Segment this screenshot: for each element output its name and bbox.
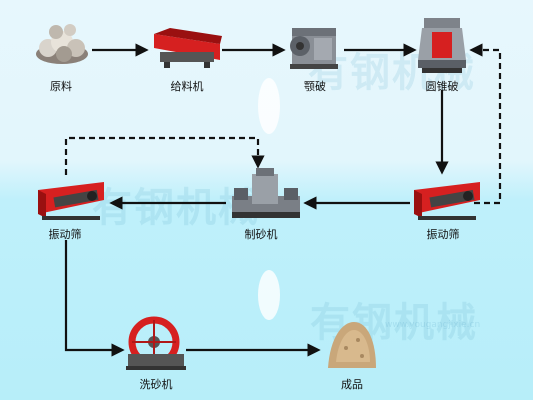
watermark-url: www.yougangjixie.cn — [385, 320, 481, 330]
label-cone: 圆锥破 — [425, 80, 459, 93]
label-raw: 原料 — [50, 80, 72, 93]
highlight-oval-bottom — [258, 270, 280, 320]
vibrating-screen-right-icon — [414, 182, 480, 220]
label-feeder: 给料机 — [170, 80, 204, 93]
label-jaw: 颚破 — [304, 80, 326, 93]
product-sand-pile-icon — [328, 322, 376, 368]
arrow-screen-washer — [64, 240, 125, 357]
label-washer: 洗砂机 — [139, 378, 173, 391]
sand-washer-icon — [126, 316, 186, 370]
highlight-oval-top — [258, 78, 280, 134]
sand-maker-icon — [232, 168, 300, 218]
label-sand-maker: 制砂机 — [244, 228, 278, 241]
vibrating-screen-left-icon — [38, 182, 104, 220]
label-screen-right: 振动筛 — [426, 228, 460, 241]
label-product: 成品 — [341, 378, 363, 391]
jaw-crusher-icon — [290, 28, 338, 69]
feeder-icon — [154, 28, 222, 68]
label-screen-left: 振动筛 — [48, 228, 82, 241]
cone-crusher-icon — [418, 18, 466, 73]
arrow-return-cone — [469, 43, 502, 205]
raw-material-icon — [36, 24, 88, 64]
arrow-return-sandmaker — [64, 136, 265, 175]
